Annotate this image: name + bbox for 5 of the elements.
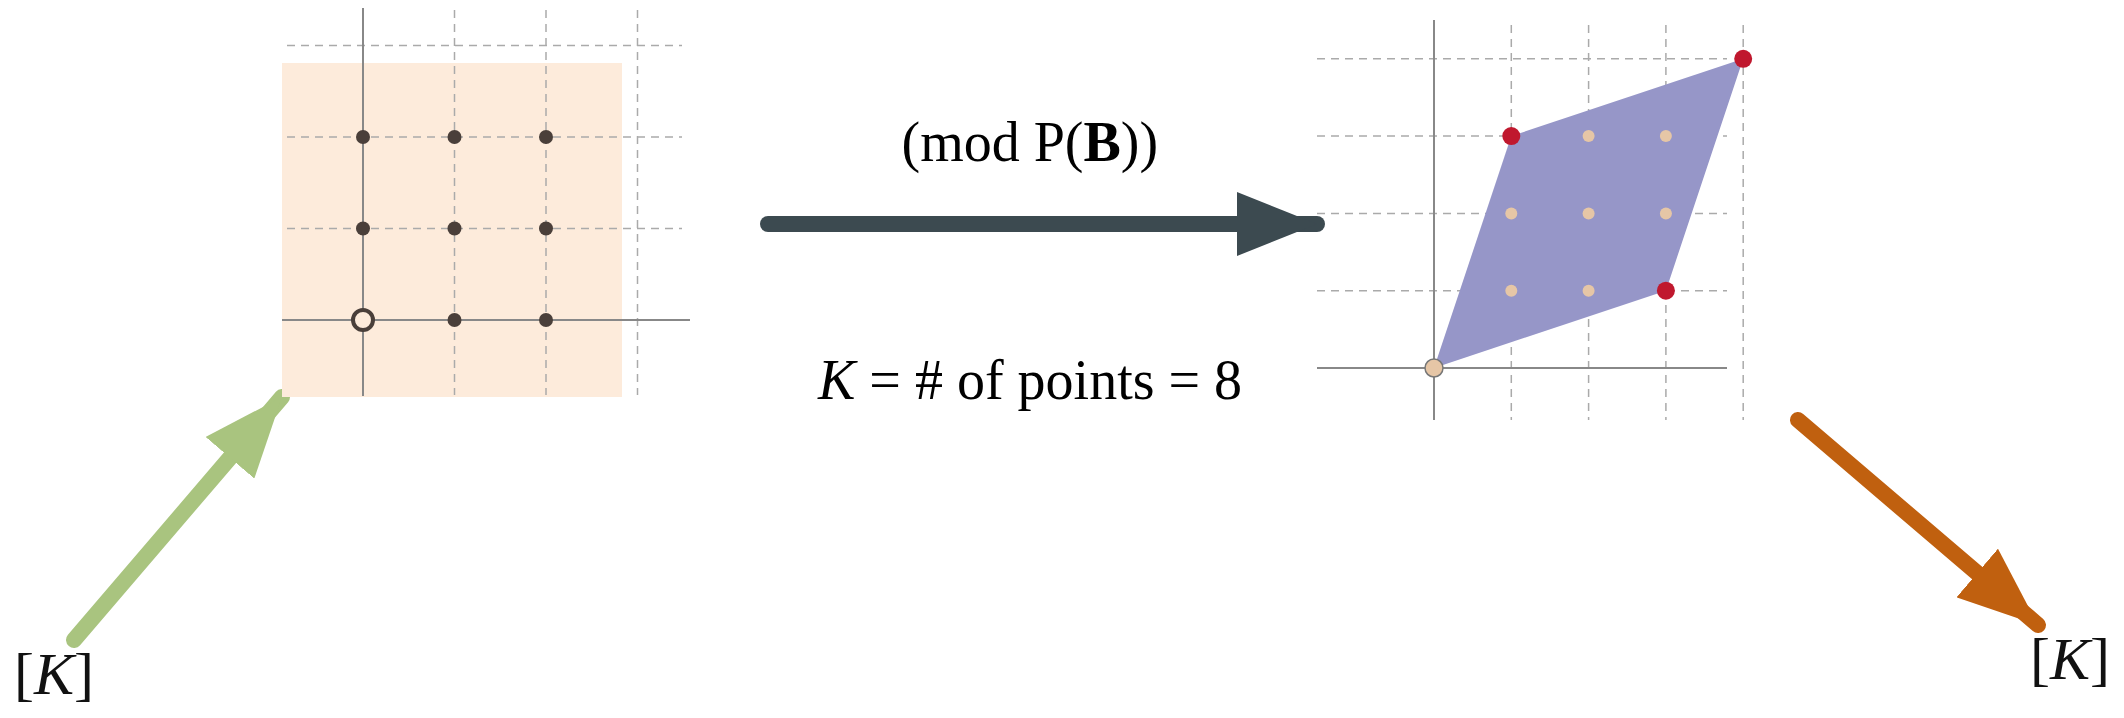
math-label: [K] [14,640,94,709]
arrow [760,192,1325,256]
arrow [66,389,290,648]
arrow [1790,412,2046,633]
math-label: [K] [2030,625,2110,694]
